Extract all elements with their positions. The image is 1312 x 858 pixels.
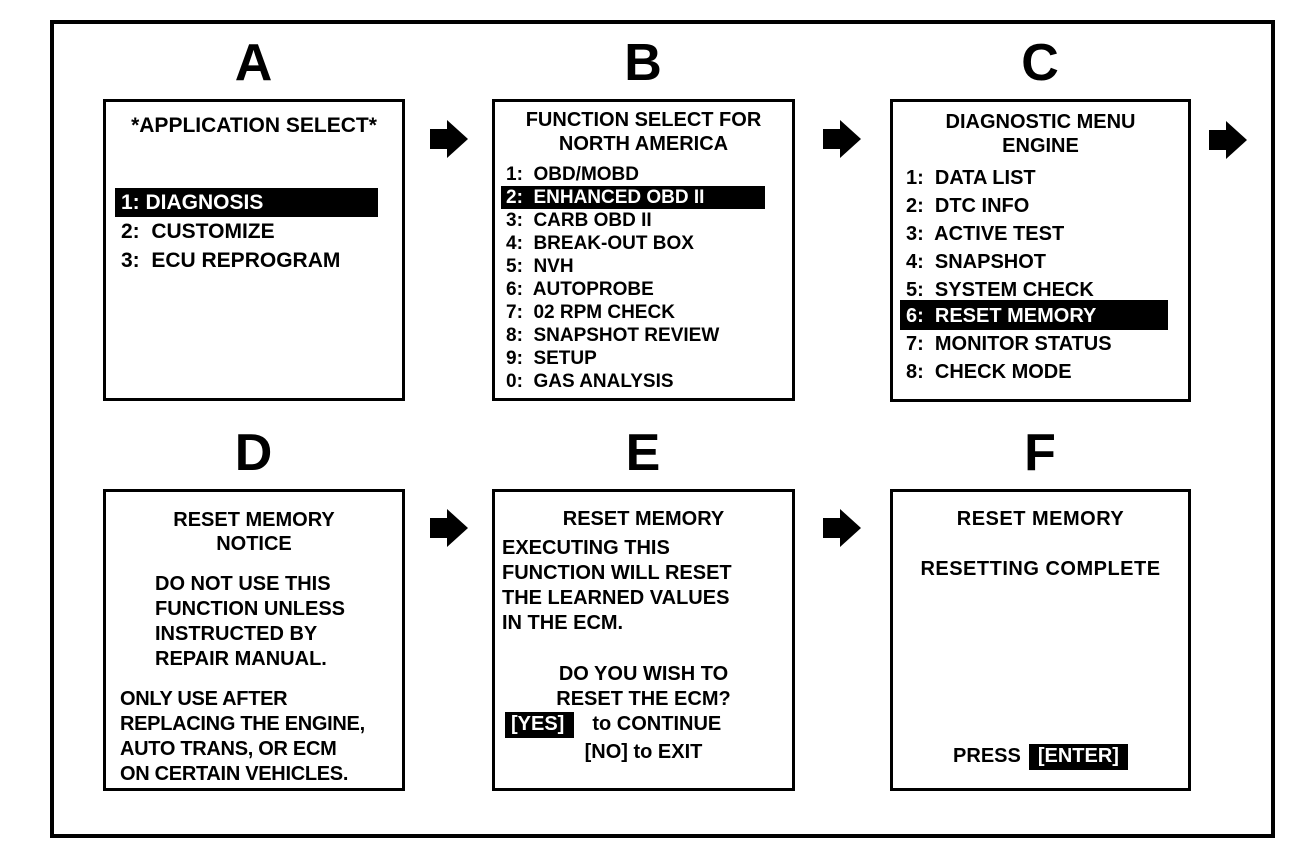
screen-b-function-select: FUNCTION SELECT FOR NORTH AMERICA 1: OBD… bbox=[492, 99, 795, 401]
menu-item: 8: CHECK MODE bbox=[906, 361, 1072, 383]
screen-c-title: DIAGNOSTIC MENU ENGINE bbox=[893, 110, 1188, 158]
text-line: REPLACING THE ENGINE, bbox=[120, 713, 365, 735]
screen-d-heading-line1: RESET MEMORY bbox=[173, 509, 335, 531]
screen-b-title-line2: NORTH AMERICA bbox=[558, 133, 729, 155]
text-line: FUNCTION WILL RESET bbox=[502, 562, 732, 584]
screen-d-letter: D bbox=[234, 424, 274, 482]
menu-item-selected: 6: RESET MEMORY bbox=[900, 300, 1168, 330]
text-line: INSTRUCTED BY bbox=[155, 623, 318, 645]
text-line: FUNCTION UNLESS bbox=[155, 598, 345, 620]
menu-item: 3: CARB OBD II bbox=[506, 210, 652, 231]
screen-a-application-select: *APPLICATION SELECT* 1: DIAGNOSIS 2: CUS… bbox=[103, 99, 405, 401]
screen-b-menu: 1: OBD/MOBD 2: ENHANCED OBD II 3: CARB O… bbox=[501, 163, 787, 393]
screen-c-diagnostic-menu: DIAGNOSTIC MENU ENGINE 1: DATA LIST 2: D… bbox=[890, 99, 1191, 402]
menu-item: 3: ACTIVE TEST bbox=[906, 223, 1065, 245]
screen-c-title-line2: ENGINE bbox=[1002, 135, 1079, 157]
text-line: DO NOT USE THIS bbox=[155, 573, 331, 595]
menu-item: 7: 02 RPM CHECK bbox=[506, 302, 675, 323]
screen-b-title-line1: FUNCTION SELECT FOR bbox=[525, 109, 762, 131]
arrow-right-icon bbox=[823, 505, 861, 551]
screen-f-resetting-complete: RESET MEMORY RESETTING COMPLETE PRESS [EN… bbox=[890, 489, 1191, 791]
screen-e-body-text: EXECUTING THIS FUNCTION WILL RESET THE L… bbox=[502, 536, 788, 636]
screen-d-reset-memory-notice: RESET MEMORY NOTICE DO NOT USE THIS FUNC… bbox=[103, 489, 405, 791]
screen-d-heading-line2: NOTICE bbox=[216, 533, 292, 555]
menu-item: 0: GAS ANALYSIS bbox=[506, 371, 674, 392]
text-line: DO YOU WISH TO bbox=[558, 663, 729, 685]
screen-f-heading: RESET MEMORY bbox=[956, 508, 1125, 530]
text-line: REPAIR MANUAL. bbox=[155, 648, 327, 670]
screen-f-status: RESETTING COMPLETE bbox=[920, 558, 1161, 580]
yes-line-text: to CONTINUE bbox=[592, 713, 722, 735]
screen-e-heading: RESET MEMORY bbox=[562, 508, 725, 530]
text-line: IN THE ECM. bbox=[502, 612, 624, 634]
screen-c-letter: C bbox=[1021, 34, 1060, 92]
screen-d-warning-text: DO NOT USE THIS FUNCTION UNLESS INSTRUCT… bbox=[155, 572, 398, 672]
arrow-right-icon bbox=[430, 505, 468, 551]
menu-item: 2: CUSTOMIZE bbox=[121, 220, 275, 243]
arrow-right-icon bbox=[1209, 117, 1247, 163]
screen-d-usage-text: ONLY USE AFTER REPLACING THE ENGINE, AUT… bbox=[120, 687, 400, 787]
screen-f-footer: PRESS [ENTER] bbox=[893, 744, 1188, 770]
screen-a-title: *APPLICATION SELECT* bbox=[131, 114, 377, 137]
menu-item: 2: DTC INFO bbox=[906, 195, 1030, 217]
screen-b-title: FUNCTION SELECT FOR NORTH AMERICA bbox=[495, 108, 792, 156]
menu-item: 3: ECU REPROGRAM bbox=[121, 249, 341, 272]
screen-b-letter: B bbox=[624, 34, 663, 92]
text-line: THE LEARNED VALUES bbox=[502, 587, 730, 609]
menu-item: 7: MONITOR STATUS bbox=[906, 333, 1112, 355]
arrow-right-icon bbox=[430, 116, 468, 162]
menu-item: 1: DATA LIST bbox=[906, 167, 1036, 189]
menu-item-selected: 2: ENHANCED OBD II bbox=[501, 186, 765, 209]
screen-a-menu: 1: DIAGNOSIS 2: CUSTOMIZE 3: ECU REPROGR… bbox=[115, 188, 393, 275]
text-line: AUTO TRANS, OR ECM bbox=[120, 738, 337, 760]
screen-c-title-line1: DIAGNOSTIC MENU bbox=[945, 111, 1136, 133]
text-line: ONLY USE AFTER bbox=[120, 688, 288, 710]
menu-item-selected: 1: DIAGNOSIS bbox=[115, 188, 378, 217]
screen-e-reset-confirm: RESET MEMORY EXECUTING THIS FUNCTION WIL… bbox=[492, 489, 795, 791]
menu-item: 4: BREAK-OUT BOX bbox=[506, 233, 694, 254]
screen-a-letter: A bbox=[234, 34, 274, 92]
menu-item: 8: SNAPSHOT REVIEW bbox=[506, 325, 720, 346]
yes-key-token: [YES] bbox=[505, 712, 575, 738]
screen-c-menu: 1: DATA LIST 2: DTC INFO 3: ACTIVE TEST … bbox=[900, 164, 1183, 386]
menu-item: 4: SNAPSHOT bbox=[906, 251, 1047, 273]
enter-key-token: [ENTER] bbox=[1028, 744, 1128, 770]
screen-e-question: DO YOU WISH TO RESET THE ECM? bbox=[495, 662, 792, 712]
menu-item: 9: SETUP bbox=[506, 348, 597, 369]
menu-item: 6: AUTOPROBE bbox=[506, 279, 654, 300]
menu-item: 5: SYSTEM CHECK bbox=[906, 279, 1094, 301]
screen-f-letter: F bbox=[1024, 424, 1057, 482]
menu-item: 1: OBD/MOBD bbox=[506, 164, 639, 185]
menu-item: 5: NVH bbox=[506, 256, 574, 277]
text-line: ON CERTAIN VEHICLES. bbox=[120, 763, 349, 785]
text-line: EXECUTING THIS bbox=[502, 537, 670, 559]
screen-e-yes-line: [YES] to CONTINUE bbox=[505, 712, 792, 738]
screen-e-no-line: [NO] to EXIT bbox=[584, 741, 703, 763]
text-line: RESET THE ECM? bbox=[556, 688, 731, 710]
screen-d-heading: RESET MEMORY NOTICE bbox=[106, 508, 402, 556]
press-label: PRESS bbox=[953, 745, 1021, 767]
arrow-right-icon bbox=[823, 116, 861, 162]
screen-e-letter: E bbox=[625, 424, 662, 482]
